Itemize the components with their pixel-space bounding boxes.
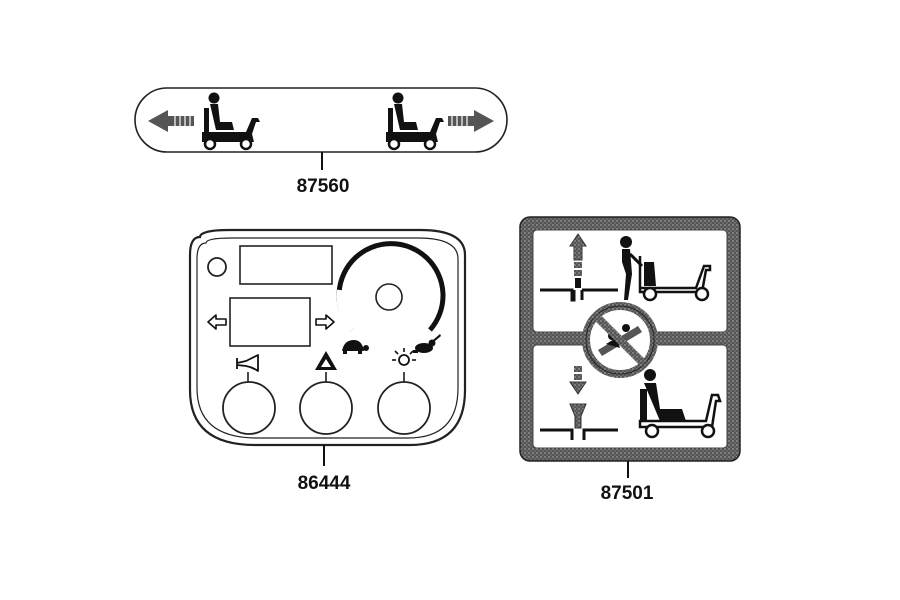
hazard-button[interactable] [299, 372, 353, 435]
hazard-icon [315, 351, 337, 370]
no-riding-prohibition-icon [582, 302, 658, 378]
person-pushing-scooter-icon [620, 236, 712, 302]
part-number-label: 87560 [296, 176, 350, 197]
display-window-icon [239, 245, 333, 285]
warning-decal-87501 [519, 216, 741, 478]
turtle-icon [342, 340, 369, 354]
part-number-label: 87501 [600, 483, 654, 504]
part-number-label: 86444 [297, 473, 351, 494]
arrow-right-icon [315, 314, 335, 330]
arrow-down-icon [569, 366, 587, 429]
control-panel-86444 [188, 228, 467, 466]
horn-icon [236, 354, 259, 372]
indicator-lamp-icon [207, 257, 227, 277]
arrow-left-icon [207, 314, 227, 330]
rabbit-icon [413, 334, 441, 353]
horn-button[interactable] [222, 372, 276, 435]
light-icon [392, 348, 416, 366]
speed-dial-icon [336, 241, 446, 332]
decal-87560 [134, 87, 508, 170]
display-window-icon [229, 297, 311, 347]
light-button[interactable] [377, 372, 431, 435]
arrow-up-icon [569, 233, 587, 288]
scooter-rider-icon [638, 369, 722, 439]
